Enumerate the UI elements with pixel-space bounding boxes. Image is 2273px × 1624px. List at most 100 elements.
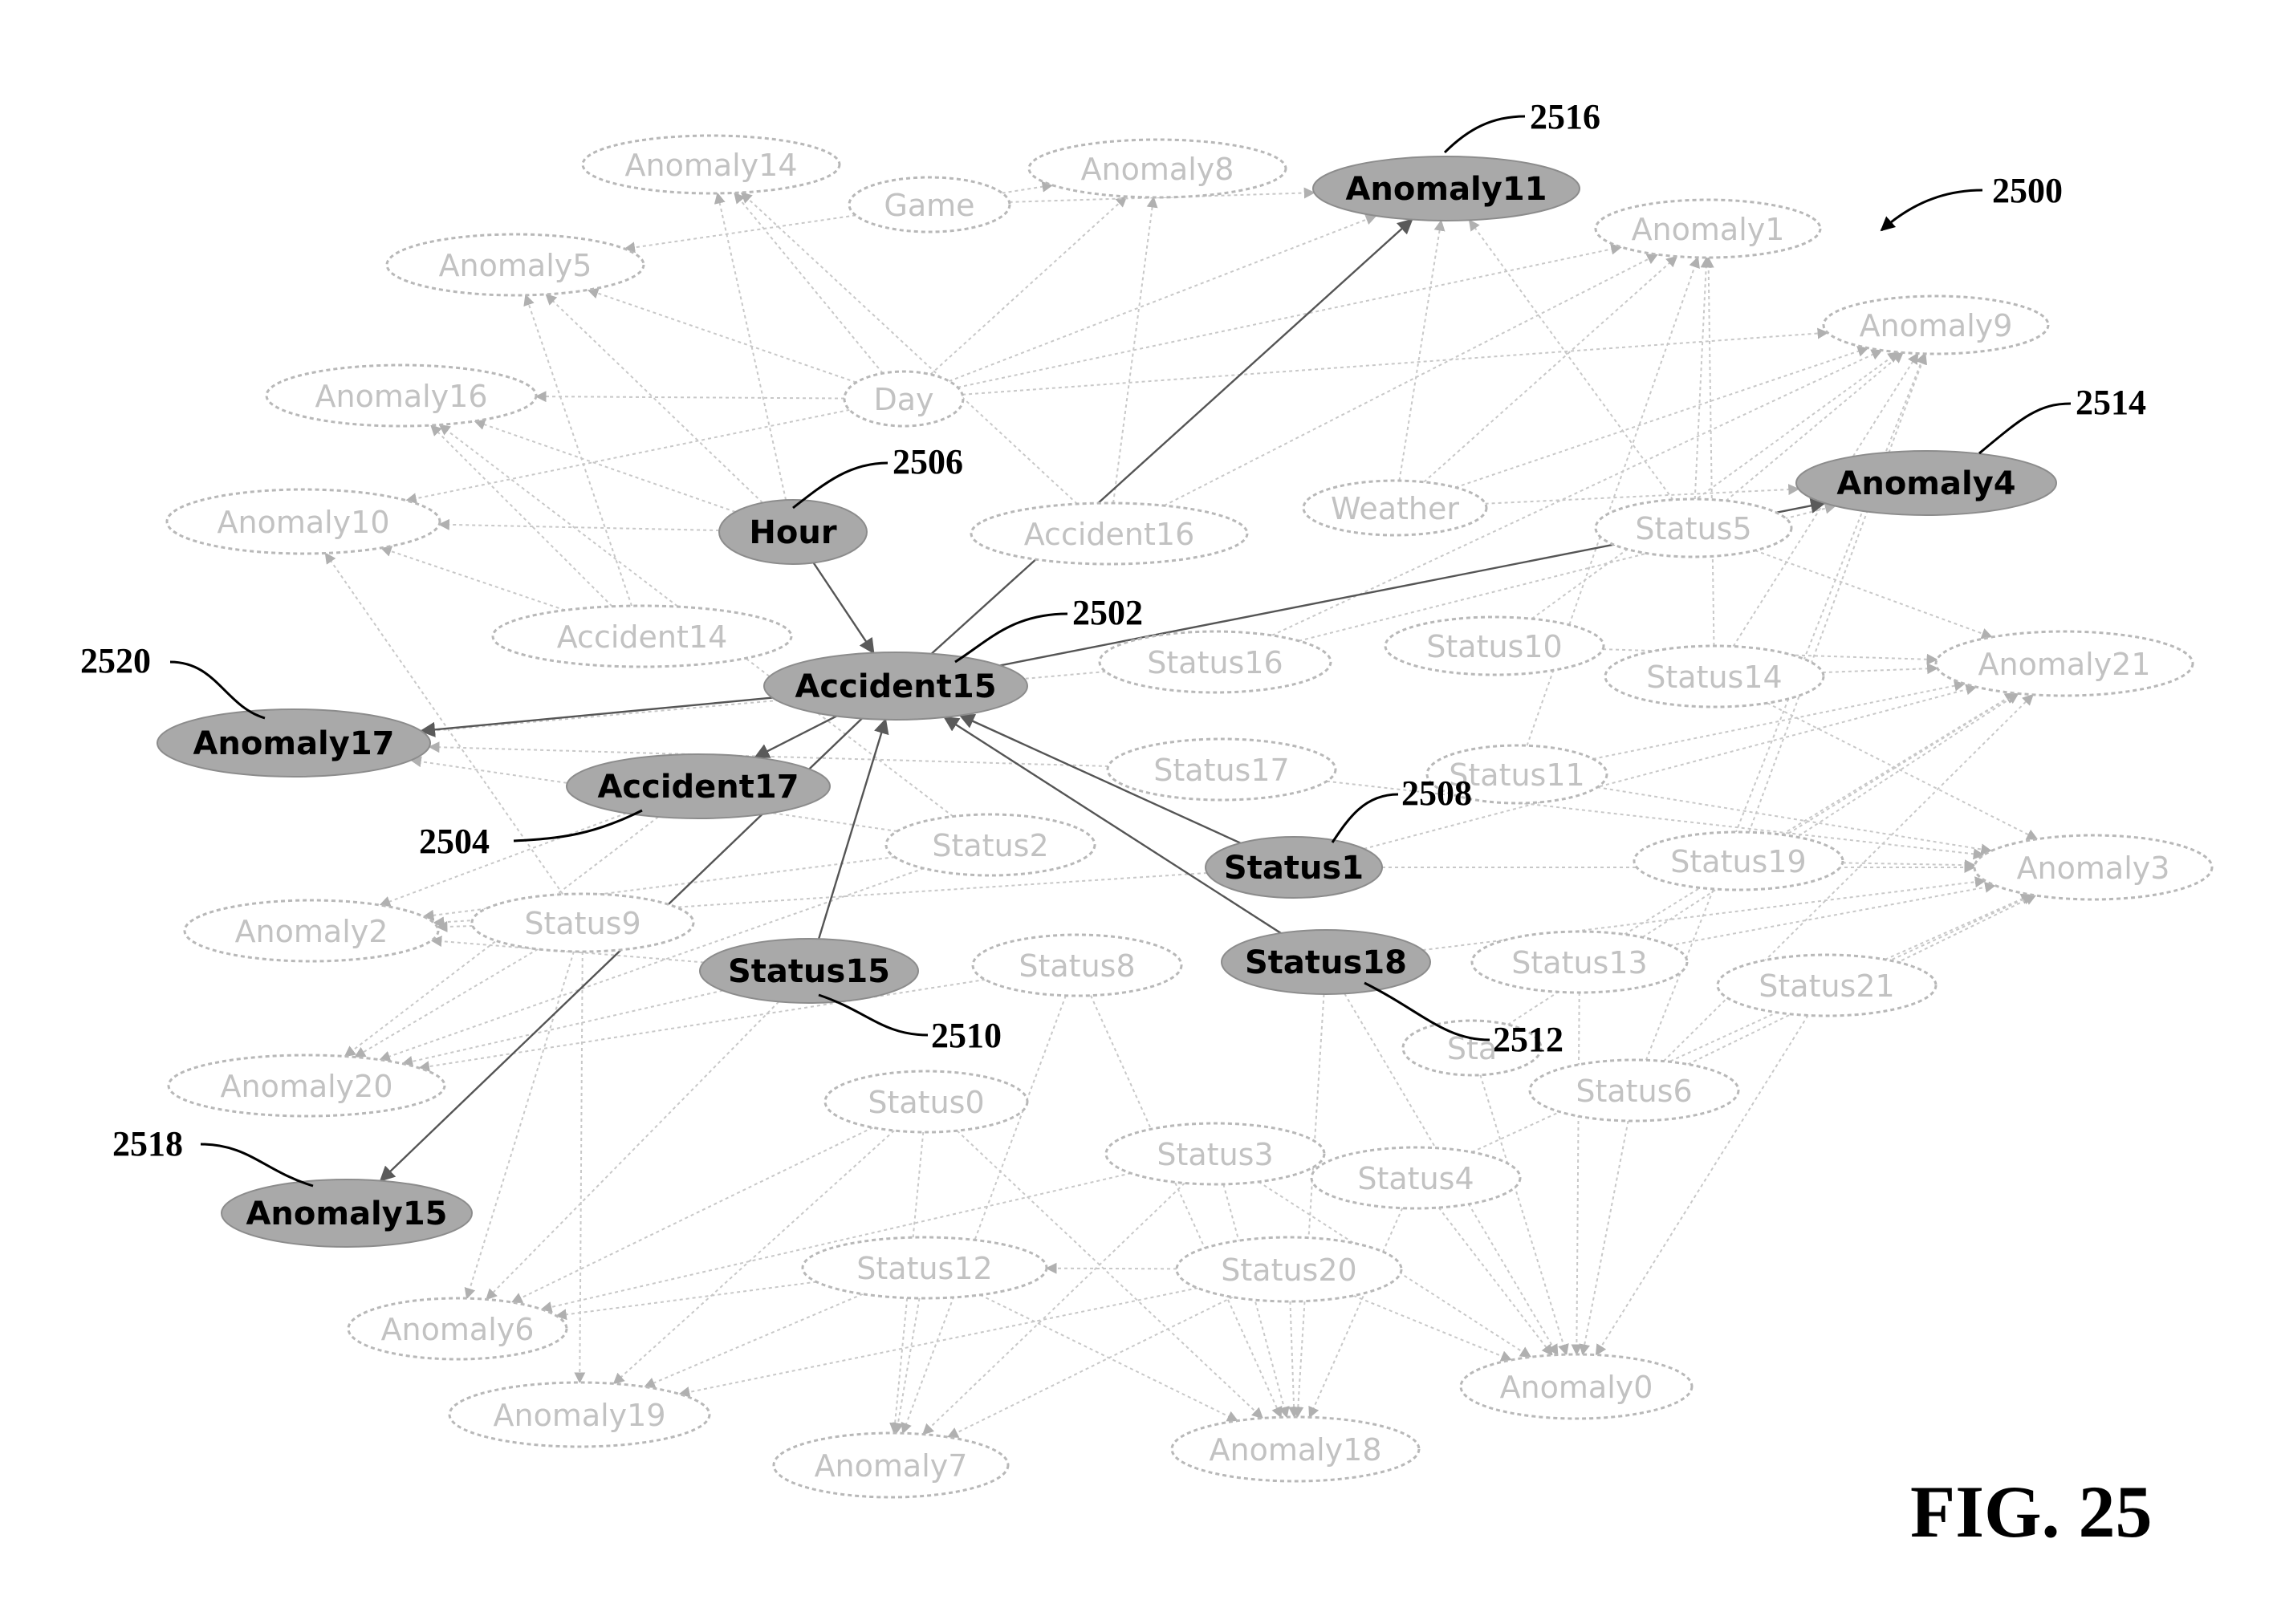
node-label: Anomaly10 bbox=[217, 505, 389, 540]
highlight-edge-accident15-to-anomaly17 bbox=[421, 698, 772, 731]
node-label: Status12 bbox=[856, 1251, 992, 1286]
node-label: Anomaly11 bbox=[1345, 171, 1547, 208]
ref-leader-line bbox=[819, 995, 928, 1035]
edge-status20-to-anomaly0 bbox=[1353, 1296, 1511, 1360]
edge-day-to-anomaly5 bbox=[588, 290, 856, 382]
node-label: Status10 bbox=[1426, 629, 1562, 664]
node-anomaly17: Anomaly17 bbox=[157, 709, 430, 777]
ref-label-2500: 2500 bbox=[1992, 171, 2063, 210]
edge-status15-to-anomaly6 bbox=[486, 1001, 779, 1299]
node-status9: Status9 bbox=[472, 894, 693, 952]
node-label: Day bbox=[873, 382, 933, 417]
edge-weather-to-anomaly9 bbox=[1455, 348, 1868, 488]
edge-status12-to-anomaly7 bbox=[897, 1298, 920, 1433]
node-label: Anomaly21 bbox=[1978, 647, 2150, 682]
edge-accident17-to-anomaly2 bbox=[380, 813, 627, 905]
node-status3: Status3 bbox=[1106, 1123, 1324, 1184]
edge-hour-to-anomaly14 bbox=[718, 193, 786, 500]
node-status12: Status12 bbox=[803, 1237, 1047, 1298]
node-label: Status2 bbox=[932, 828, 1048, 863]
node-label: Anomaly19 bbox=[493, 1398, 665, 1433]
edge-status9-to-anomaly20 bbox=[355, 949, 538, 1057]
node-anomaly2: Anomaly2 bbox=[185, 900, 438, 961]
node-label: Accident16 bbox=[1024, 517, 1195, 552]
edge-status12-to-anomaly19 bbox=[644, 1294, 863, 1387]
node-status15: Status15 bbox=[700, 939, 918, 1003]
node-day: Day bbox=[844, 371, 963, 426]
node-anomaly21: Anomaly21 bbox=[1936, 631, 2193, 696]
node-status10: Status10 bbox=[1385, 617, 1604, 675]
edge-status7-to-anomaly0 bbox=[1480, 1075, 1566, 1354]
node-status18: Status18 bbox=[1222, 930, 1430, 994]
ref-label-2504: 2504 bbox=[419, 822, 490, 861]
edge-day-to-anomaly16 bbox=[536, 396, 844, 398]
ref-label-2508: 2508 bbox=[1401, 773, 1472, 813]
node-label: Anomaly8 bbox=[1081, 152, 1234, 187]
edge-status13-to-anomaly0 bbox=[1576, 993, 1579, 1354]
node-label: Sta bbox=[1447, 1031, 1497, 1066]
edge-status14-to-anomaly3 bbox=[1767, 703, 2037, 839]
highlight-edge-accident15-to-accident17 bbox=[755, 717, 836, 757]
ref-leader-line bbox=[1881, 190, 1982, 230]
node-weather: Weather bbox=[1303, 481, 1486, 535]
node-label: Accident14 bbox=[557, 619, 728, 655]
node-label: Anomaly5 bbox=[439, 248, 592, 283]
node-anomaly18: Anomaly18 bbox=[1172, 1417, 1419, 1481]
node-status6: Status6 bbox=[1530, 1060, 1738, 1121]
edge-day-to-anomaly9 bbox=[962, 333, 1828, 395]
ref-label-2520: 2520 bbox=[80, 641, 151, 680]
node-label: Anomaly1 bbox=[1632, 212, 1785, 247]
node-label: Status13 bbox=[1511, 945, 1647, 980]
node-label: Status4 bbox=[1357, 1161, 1474, 1196]
node-status1: Status1 bbox=[1206, 837, 1382, 898]
edge-accident14-to-anomaly16 bbox=[431, 425, 612, 607]
edge-hour-to-anomaly16 bbox=[474, 421, 735, 512]
node-label: Anomaly6 bbox=[381, 1312, 535, 1347]
edge-status14-to-anomaly21 bbox=[1823, 668, 1938, 672]
node-anomaly14: Anomaly14 bbox=[583, 136, 840, 193]
node-anomaly8: Anomaly8 bbox=[1029, 140, 1286, 197]
node-accident15: Accident15 bbox=[764, 652, 1027, 720]
ref-label-2512: 2512 bbox=[1493, 1020, 1563, 1059]
ref-leader-line bbox=[201, 1144, 313, 1186]
edge-status21-to-anomaly3 bbox=[1885, 895, 2031, 960]
highlight-edge-status15-to-accident15 bbox=[819, 720, 885, 939]
highlighted-edges bbox=[380, 220, 1824, 1181]
node-label: Status0 bbox=[868, 1085, 984, 1120]
node-status20: Status20 bbox=[1177, 1237, 1401, 1301]
node-anomaly16: Anomaly16 bbox=[266, 365, 536, 426]
node-accident14: Accident14 bbox=[493, 606, 791, 667]
node-label: Anomaly14 bbox=[624, 148, 797, 183]
ref-label-2514: 2514 bbox=[2076, 383, 2146, 422]
node-label: Anomaly16 bbox=[315, 379, 487, 414]
node-status0: Status0 bbox=[825, 1071, 1027, 1132]
node-anomaly11: Anomaly11 bbox=[1313, 156, 1580, 221]
node-label: Weather bbox=[1331, 491, 1459, 526]
edge-accident14-to-anomaly10 bbox=[381, 548, 565, 611]
ref-label-2506: 2506 bbox=[893, 442, 963, 481]
node-anomaly5: Anomaly5 bbox=[387, 234, 644, 295]
node-label: Hour bbox=[749, 514, 836, 551]
ref-leader-line bbox=[1445, 116, 1525, 152]
edge-status14-to-anomaly1 bbox=[1709, 258, 1714, 646]
node-label: Status17 bbox=[1153, 753, 1289, 788]
node-label: Status15 bbox=[728, 953, 890, 990]
node-anomaly10: Anomaly10 bbox=[167, 489, 440, 554]
edge-game-to-anomaly8 bbox=[1002, 185, 1053, 193]
node-label: Anomaly18 bbox=[1209, 1432, 1381, 1468]
edge-game-to-anomaly5 bbox=[624, 215, 856, 249]
node-label: Status9 bbox=[524, 906, 640, 941]
node-label: Status6 bbox=[1576, 1074, 1692, 1109]
node-status17: Status17 bbox=[1108, 739, 1336, 800]
node-label: Status5 bbox=[1635, 511, 1751, 546]
node-label: Status20 bbox=[1221, 1253, 1356, 1288]
node-anomaly1: Anomaly1 bbox=[1596, 200, 1820, 258]
edge-status18-to-anomaly18 bbox=[1298, 994, 1324, 1417]
edge-hour-to-anomaly10 bbox=[439, 525, 719, 530]
ref-leader-line bbox=[514, 810, 642, 841]
edge-status9-to-anomaly2 bbox=[437, 926, 473, 927]
node-label: Anomaly15 bbox=[246, 1196, 447, 1232]
node-label: Status14 bbox=[1646, 660, 1782, 695]
node-accident16: Accident16 bbox=[971, 503, 1247, 564]
